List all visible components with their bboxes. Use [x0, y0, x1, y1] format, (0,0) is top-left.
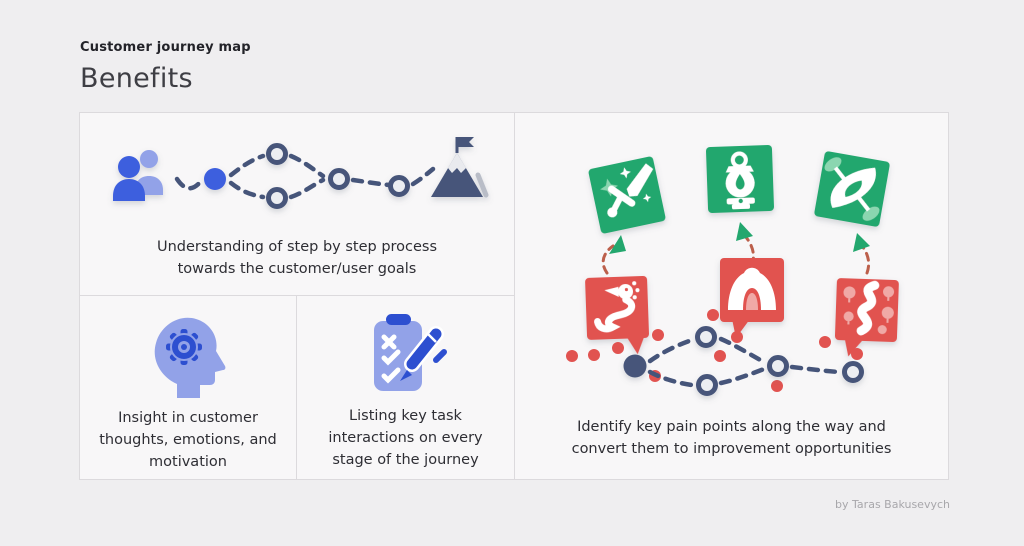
journey-step-circles [265, 143, 410, 209]
head-gear-icon [154, 317, 226, 398]
painpoints-illustration [566, 145, 899, 396]
page-title: Benefits [80, 63, 193, 94]
journey-caption: Understanding of step by step process to… [156, 239, 438, 277]
checklist-marks [381, 334, 400, 384]
tasks-caption: Listing key task interactions on every s… [328, 408, 483, 468]
page-header: Customer journey map Benefits [80, 40, 251, 94]
gear-icon [166, 329, 202, 365]
sword-sparkle-badge-icon [588, 156, 666, 234]
mountain-flag-goal-icon [430, 137, 488, 198]
benefit-card-insight: Insight in customer thoughts, emotions, … [80, 296, 296, 479]
journey-dashes [174, 153, 435, 200]
benefit-card-journey: Understanding of step by step process to… [80, 113, 514, 295]
arrowheads [609, 222, 870, 254]
cave-marker-icon [720, 258, 784, 338]
pen-icon [399, 326, 447, 381]
pain-journey-step-circles [695, 326, 864, 396]
kayak-badge-icon [814, 151, 890, 227]
trees [843, 286, 895, 335]
journey-path-illustration [112, 137, 488, 209]
benefit-card-tasks: Listing key task interactions on every s… [297, 296, 514, 479]
author-credit: by Taras Bakusevych [835, 498, 950, 511]
forest-trail-marker-icon [834, 278, 899, 357]
journey-start-dot [203, 168, 226, 190]
dragon-marker-icon [585, 275, 649, 355]
lantern-badge-icon [706, 145, 774, 213]
pain-journey-dashes [647, 336, 842, 388]
insight-caption: Insight in customer thoughts, emotions, … [99, 410, 277, 470]
benefit-card-painpoints: Identify key pain points along the way a… [515, 113, 948, 479]
users-icon [112, 150, 163, 201]
pain-dots [566, 309, 863, 392]
eyebrow-label: Customer journey map [80, 40, 251, 55]
pain-journey-start-dot [623, 354, 647, 378]
clipboard-checklist-pen-icon [373, 314, 447, 391]
benefits-panel: Understanding of step by step process to… [79, 112, 949, 480]
painpoints-caption: Identify key pain points along the way a… [571, 419, 892, 457]
